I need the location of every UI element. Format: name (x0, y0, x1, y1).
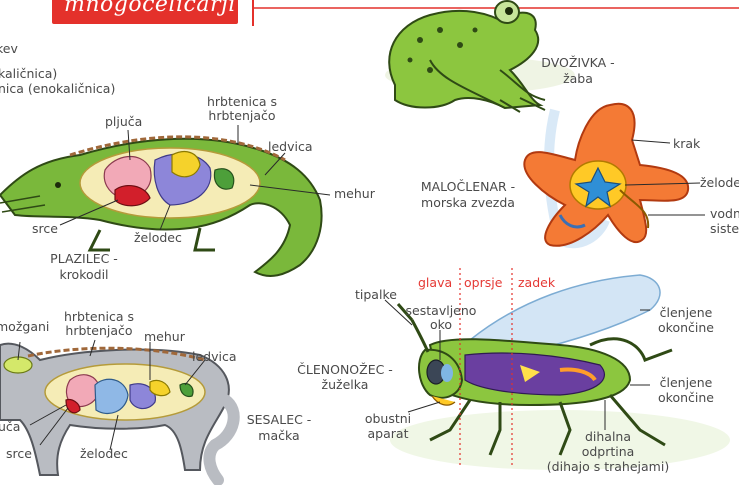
top-left-label-1: kev (0, 42, 18, 56)
croc-stomach-label: želodec (134, 231, 182, 245)
frog-subname: žaba (530, 72, 626, 86)
croc-name: PLAZILEC - (36, 252, 132, 266)
cat-kidney-label: ledvica (192, 350, 237, 364)
croc-subname: krokodil (36, 268, 132, 282)
top-left-label-3: nica (enokaličnica) (0, 82, 115, 96)
croc-spine-label: hrbtenica s hrbtenjačo (196, 95, 288, 123)
insect-legs-label-2b: okončine (652, 391, 720, 405)
cat-heart-label: srce (6, 447, 32, 461)
croc-bladder-label: mehur (334, 187, 375, 201)
insect-legs-label-1b: okončine (652, 321, 720, 335)
starfish-water-label-2: siste (710, 222, 739, 236)
insect-legs-label-2: členjene (652, 376, 720, 390)
cat-spine-label: hrbtenica s hrbtenjačo (56, 310, 142, 338)
croc-kidney-label: ledvica (268, 140, 313, 154)
cat-lungs-label: uča (0, 420, 20, 434)
starfish-water-label-1: vodn (710, 207, 739, 221)
starfish-stomach-label: želodec (700, 176, 739, 190)
starfish-name: MALOČLENAR - (408, 180, 528, 194)
insect-thorax-label: oprsje (464, 276, 502, 290)
starfish-arm-label: krak (673, 137, 700, 151)
insect-abdomen-label: zadek (518, 276, 555, 290)
insect-name: ČLENONOŽEC - (284, 363, 406, 377)
insect-trachea-label-3: (dihajo s trahejami) (540, 460, 676, 474)
insect-eye-label-2: oko (398, 318, 484, 332)
insect-antenna-label: tipalke (355, 288, 397, 302)
cat-name: SESALEC - (236, 413, 322, 427)
insect-eye-label-1: sestavljeno (398, 304, 484, 318)
insect-trachea-label-2: odprtina (540, 445, 676, 459)
top-left-label-2: kaličnica) (0, 67, 57, 81)
croc-heart-label: srce (32, 222, 58, 236)
croc-lungs-label: pljuča (105, 115, 142, 129)
insect-trachea-label-1: dihalna (540, 430, 676, 444)
insect-mouth-label-2: aparat (352, 427, 424, 441)
cat-stomach-label: želodec (80, 447, 128, 461)
insect-mouth-label-1: obustni (352, 412, 424, 426)
insect-legs-label-1: členjene (652, 306, 720, 320)
starfish-subname: morska zvezda (408, 196, 528, 210)
cat-brain-label: možgani (0, 320, 49, 334)
insect-head-label: glava (418, 276, 452, 290)
frog-name: DVOŽIVKA - (530, 56, 626, 70)
cat-bladder-label: mehur (144, 330, 185, 344)
cat-subname: mačka (236, 429, 322, 443)
insect-subname: žuželka (284, 378, 406, 392)
starfish-illustration (524, 104, 688, 246)
